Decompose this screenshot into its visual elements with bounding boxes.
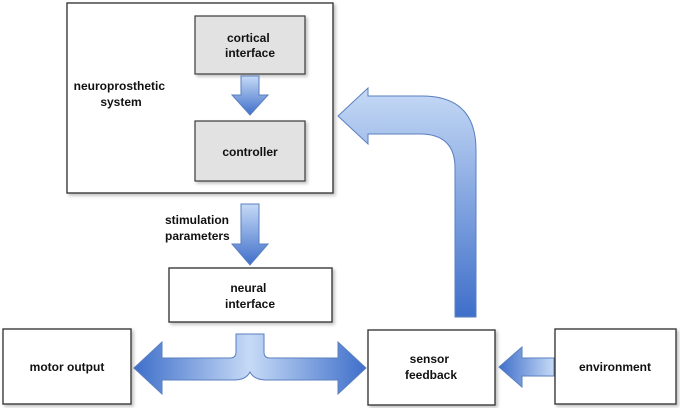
sensor-feedback-label-line1: sensor (410, 352, 450, 366)
cortical-interface-label-line1: cortical (227, 31, 270, 45)
environment-label: environment (579, 360, 651, 374)
sensor-feedback-label-line2: feedback (405, 368, 457, 382)
arrow-feedback-to-system (337, 86, 477, 318)
arrow-system-to-neural-interface (230, 203, 270, 266)
cortical-interface-box: cortical interface (194, 15, 306, 75)
controller-box: controller (194, 120, 306, 182)
neuroprosthetic-system-label-line1: neuroprosthetic (74, 79, 166, 93)
sensor-feedback-box: sensor feedback (367, 329, 496, 406)
svg-text:neural interface: neural interface (225, 281, 275, 311)
neuroprosthetic-system-label-line2: system (100, 95, 141, 109)
neural-interface-box: neural interface (168, 267, 333, 323)
svg-text:stimulation parameters: stimulation parameters (165, 213, 232, 243)
arrow-environment-to-sensor (498, 345, 555, 389)
stimulation-parameters-label-line1: stimulation (165, 213, 229, 227)
environment-box: environment (554, 328, 677, 405)
svg-text:cortical interface: cortical interface (225, 31, 275, 60)
motor-output-box: motor output (2, 328, 132, 405)
neural-interface-label-line1: neural (230, 281, 266, 295)
svg-text:neuroprosthetic system: neuroprosthetic system (74, 79, 169, 109)
arrow-cortical-to-controller (230, 75, 270, 116)
stimulation-parameters-label-line2: parameters (165, 229, 230, 243)
neural-interface-label-line2: interface (225, 297, 275, 311)
controller-label: controller (222, 145, 278, 159)
motor-output-label: motor output (30, 360, 105, 374)
arrow-neural-interface-split (133, 333, 367, 396)
cortical-interface-label-line2: interface (225, 46, 275, 60)
svg-text:sensor feedback: sensor feedback (405, 352, 457, 382)
